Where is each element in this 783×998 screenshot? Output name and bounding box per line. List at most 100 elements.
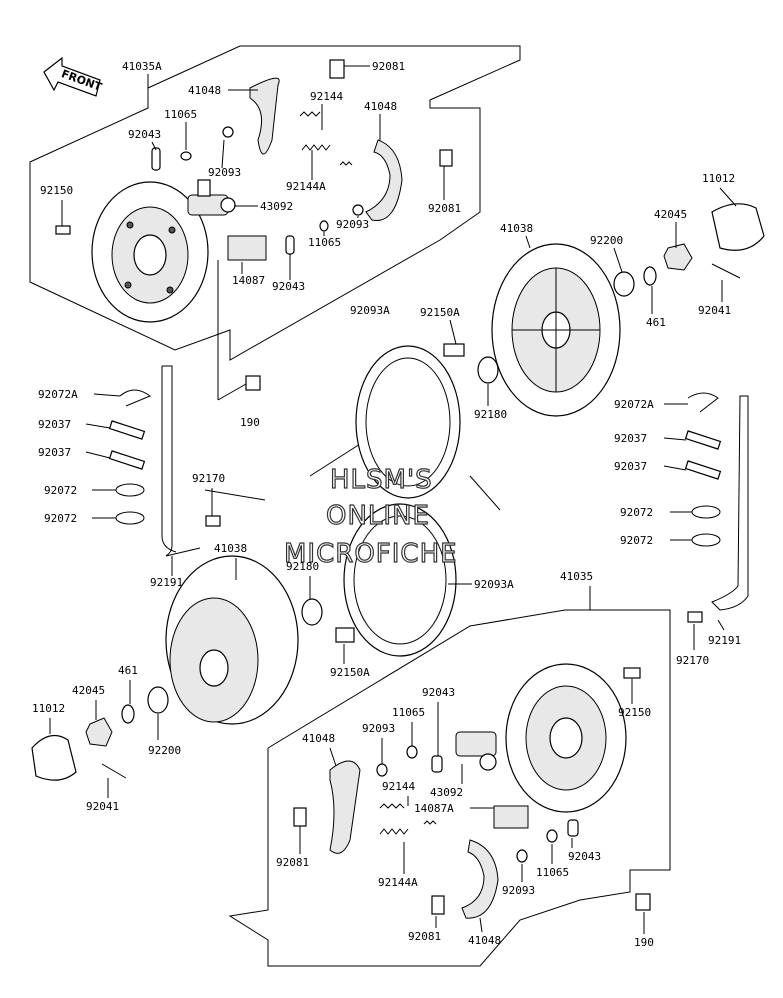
front-arrow-icon: FRONT — [43, 56, 104, 97]
brake-shoe-lower-left — [329, 760, 361, 854]
clamp-92072-left-1 — [115, 483, 145, 497]
clamp-92072a-right — [687, 392, 719, 413]
part-label: 190 — [634, 936, 654, 949]
clamp-92072-right-1 — [691, 505, 721, 519]
watermark-line-2: ONLINE — [326, 501, 430, 531]
clip-92081-upper-right — [439, 149, 453, 167]
part-label: 92144A — [286, 180, 326, 193]
hose-92191-left — [162, 365, 201, 557]
clamp-92072-left-2 — [115, 511, 145, 525]
bolt-190-lower — [635, 893, 651, 911]
part-label: 92072 — [44, 484, 77, 497]
part-label: 461 — [646, 316, 666, 329]
clamp-92072a-left — [119, 389, 152, 407]
bolt-92150a-lower — [335, 627, 355, 643]
part-label: 41048 — [468, 934, 501, 947]
brake-shoe-upper-left — [249, 77, 280, 155]
washer-461-upper — [643, 266, 657, 286]
part-label: 41048 — [364, 100, 397, 113]
part-label: 92043 — [568, 850, 601, 863]
band-92037-right-1 — [684, 430, 722, 450]
part-label: 43092 — [430, 786, 463, 799]
part-label: 92072A — [614, 398, 654, 411]
part-label: 92072 — [620, 534, 653, 547]
drum-41038-upper — [491, 243, 621, 417]
washer-11065-upper-right — [319, 220, 329, 232]
part-label: 92041 — [86, 800, 119, 813]
clip-92081-lower-left — [293, 807, 307, 827]
watermark-line-1: HLSM'S — [330, 465, 433, 495]
part-label: 41035A — [122, 60, 162, 73]
spring-92144-small-lower — [423, 820, 437, 825]
part-label: 92150A — [330, 666, 370, 679]
part-label: 92041 — [698, 304, 731, 317]
part-label: 41048 — [302, 732, 335, 745]
part-label: 43092 — [260, 200, 293, 213]
clip-92170-left — [205, 515, 221, 527]
part-label: 92150 — [40, 184, 73, 197]
part-label: 11065 — [164, 108, 197, 121]
part-label: 42045 — [72, 684, 105, 697]
part-label: 190 — [240, 416, 260, 429]
watermark-line-3: MICROFICHE — [284, 539, 458, 569]
wheel-cylinder-upper — [187, 179, 236, 216]
bolt-92150-upper — [55, 225, 71, 235]
part-label: 92081 — [276, 856, 309, 869]
hose-92191-right — [711, 395, 749, 611]
brake-shoe-upper-right — [365, 139, 403, 221]
part-label: 41038 — [214, 542, 247, 555]
bolt-92150-lower — [623, 667, 641, 679]
drum-41038-lower — [165, 555, 299, 725]
part-label: 92180 — [286, 560, 319, 573]
part-label: 92093 — [336, 218, 369, 231]
washer-11065-lower — [546, 829, 558, 843]
part-label: 11065 — [536, 866, 569, 879]
leader-lines — [49, 65, 737, 934]
divider-line — [469, 475, 501, 511]
part-label: 92144A — [378, 876, 418, 889]
washer-92093-lower-top — [376, 763, 388, 777]
part-label: 11012 — [32, 702, 65, 715]
spring-92144-lower — [379, 803, 405, 809]
washer-92093-lower — [516, 849, 528, 863]
washer-92093-upper — [222, 126, 234, 138]
part-label: 92144 — [382, 780, 415, 793]
part-label: 92081 — [428, 202, 461, 215]
nut-42045-lower — [85, 717, 113, 747]
part-label: 14087 — [232, 274, 265, 287]
part-label: 92081 — [372, 60, 405, 73]
clip-92081-upper — [329, 59, 345, 79]
part-label: 14087A — [414, 802, 454, 815]
part-label: 92191 — [708, 634, 741, 647]
backing-plate-upper — [91, 181, 209, 323]
spring-92144a-upper — [301, 144, 331, 151]
part-label: 92093A — [474, 578, 514, 591]
part-label: 92191 — [150, 576, 183, 589]
cotter-pin-92041-lower — [101, 763, 127, 779]
divider-line — [204, 489, 266, 501]
part-label: 461 — [118, 664, 138, 677]
hose-92191-left-edge — [161, 366, 177, 553]
clip-92081-lower-right — [431, 895, 445, 915]
part-label: 92200 — [148, 744, 181, 757]
part-label: 92037 — [614, 460, 647, 473]
part-label: 92072A — [38, 388, 78, 401]
part-labels: 41035A 41048 11065 92043 92093 92081 921… — [32, 60, 741, 949]
part-label: 41035 — [560, 570, 593, 583]
part-label: 42045 — [654, 208, 687, 221]
washer-92200-lower — [147, 686, 169, 714]
part-label: 92081 — [408, 930, 441, 943]
part-label: 11065 — [392, 706, 425, 719]
part-label: 92180 — [474, 408, 507, 421]
part-label: 92043 — [422, 686, 455, 699]
part-label: 92093 — [502, 884, 535, 897]
lower-assembly-frame — [228, 609, 671, 967]
part-label: 92037 — [614, 432, 647, 445]
leader — [217, 383, 247, 401]
part-label: 41038 — [500, 222, 533, 235]
spring-92144a-lower — [379, 828, 409, 835]
cap-11012-lower — [31, 734, 77, 781]
pin-92043-upper-mid — [285, 235, 295, 255]
pin-92043-upper — [151, 147, 161, 171]
